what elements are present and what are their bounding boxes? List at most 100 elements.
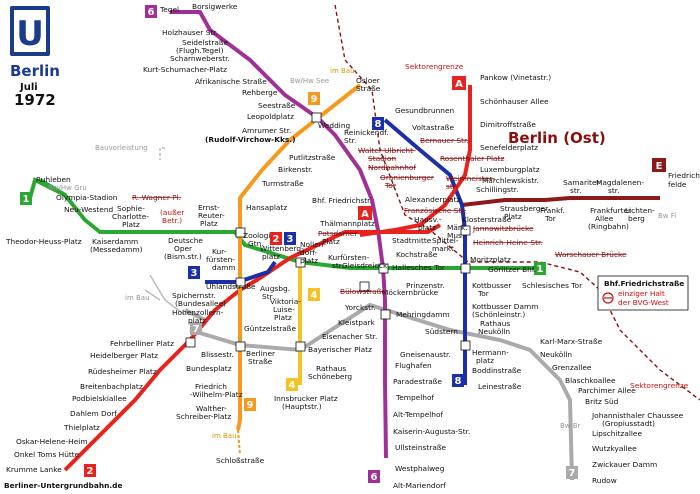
- station-stadtmitte: Stadtmitte: [392, 236, 432, 245]
- badge-line-3-zoo: [284, 232, 296, 245]
- station-scharnweber: Scharnweberstr.: [170, 54, 230, 63]
- label-ausser-betr-2: Betr.): [162, 216, 182, 225]
- label-sektorengrenze-2: Sektorengrenze: [630, 381, 689, 390]
- marker-alexanderplatz: [460, 225, 471, 236]
- legend-text-2: einziger Halt: [618, 289, 665, 298]
- station-ullsteinstr: Ullsteinstraße: [395, 443, 447, 452]
- badge-line-2-zoo-label: 2: [273, 234, 280, 245]
- station-wedding: Wedding: [318, 121, 351, 130]
- station-friedrichwilhelm-1: Friedrich: [195, 382, 227, 391]
- station-kurfuerstenstr-1: Kurfürsten-: [328, 253, 370, 262]
- station-hermannplatz-1: Hermann-: [472, 348, 509, 357]
- label-bw-hw-gru: Bw/Hw Gru: [48, 184, 87, 192]
- station-alttempelhof: Alt-Tempelhof: [393, 410, 443, 419]
- station-hausvogtei-1: Hausv.-: [414, 215, 442, 224]
- station-mehringdamm: Mehringdamm: [396, 310, 450, 319]
- station-borsigwerke: Borsigwerke: [192, 2, 238, 11]
- station-rathausneukoelln-2: Neukölln: [478, 327, 510, 336]
- station-berlinerstr-2: Straße: [248, 357, 273, 366]
- station-parchimer: Parchimer Allee: [578, 386, 636, 395]
- marker-hallesches-tor: [359, 281, 370, 292]
- station-pankow: Pankow (Vinetastr.): [480, 73, 551, 82]
- badge-line-1-label: 1: [23, 194, 30, 205]
- station-fehrbelliner: Fehrbelliner Platz: [110, 339, 174, 348]
- station-amrumer: Amrumer Str.: [242, 126, 291, 135]
- station-friedrichwilhelm-2: -Wilhelm-Platz: [190, 390, 243, 399]
- station-franzoesische: Französische Str.: [404, 206, 466, 215]
- station-magdalenen-1: Magdalenen-: [596, 178, 644, 187]
- station-flughafen: Flughafen: [395, 361, 432, 370]
- marker-zoo: [235, 227, 246, 238]
- marker-berliner-str: [235, 341, 246, 352]
- station-viktorialuise-2: Luise-: [273, 305, 295, 314]
- badge-line-2-zoo: [270, 232, 282, 245]
- badge-line-7-east-label: 7: [569, 468, 576, 479]
- logo-letter: U: [16, 14, 44, 54]
- legend-text-3: der BVG-West: [618, 298, 669, 307]
- station-nollendorfplatz-2: dorf-: [300, 248, 317, 257]
- station-halleschestor: Hallesches Tor: [392, 263, 446, 272]
- station-westphalweg: Westphalweg: [395, 464, 445, 473]
- station-theodorheuss: Theodor-Heuss-Platz: [5, 237, 82, 246]
- station-holzhauser: Holzhauser Str.: [162, 28, 218, 37]
- badge-line-6-south-label: 6: [371, 472, 378, 483]
- station-nollendorfplatz-1: Nollen-: [300, 240, 326, 249]
- station-schoenhauser: Schönhauser Allee: [480, 97, 549, 106]
- badge-line-8-south-label: 8: [455, 376, 462, 387]
- line-3-track: [205, 260, 277, 284]
- station-oranienburger-2: Tor: [384, 181, 397, 190]
- station-frankfurterallee-3: (Ringbahn): [588, 222, 629, 231]
- station-leinestr: Leinestraße: [478, 382, 522, 391]
- station-senefelder: Senefelderplatz: [480, 143, 538, 152]
- station-osloer-2: Straße: [356, 84, 381, 93]
- station-seidelstr: Seidelstraße: [182, 38, 229, 47]
- station-grenzallee: Grenzallee: [552, 363, 592, 372]
- station-rehberge: Rehberge: [242, 88, 278, 97]
- station-britzsued: Britz Süd: [585, 397, 619, 406]
- station-guentzelstr: Güntzelstraße: [244, 324, 296, 333]
- station-warschauer: Warschauer Brücke: [555, 250, 627, 259]
- station-johannisthaler-1: Johannisthaler Chaussee: [591, 411, 684, 420]
- marker-gleisdreieck: [378, 263, 389, 274]
- station-voltastr: Voltastraße: [412, 123, 454, 132]
- line-6-track: [170, 10, 388, 459]
- station-samariter-2: str.: [570, 186, 581, 195]
- station-heinrichheine: Heinrich-Heine-Str.: [473, 238, 543, 247]
- station-reinickendorf-2: Str.: [344, 136, 356, 145]
- marker-nollendorfplatz: [295, 257, 306, 268]
- station-eisenacher: Eisenacher Str.: [322, 332, 377, 341]
- station-ruhleben: Ruhleben: [36, 175, 71, 184]
- station-nollendorfplatz-3: platz: [300, 256, 318, 265]
- station-hansaplatz: Hansaplatz: [246, 203, 287, 212]
- station-kottbusserdamm-1: Kottbusser Damm: [472, 302, 538, 311]
- station-podbielski: Podbielskiallee: [72, 394, 127, 403]
- station-altmariendorf: Alt-Mariendorf: [393, 481, 446, 490]
- station-breitenbach: Breitenbachplatz: [80, 382, 143, 391]
- station-walterulbricht-2: Stadion: [368, 154, 396, 163]
- line-7-track: [189, 302, 574, 481]
- badge-line-4-south: [286, 378, 298, 391]
- station-kottbussertor-2: Tor: [477, 289, 490, 298]
- station-maerkisches-2: Mus.: [447, 231, 464, 240]
- badge-line-6-north-label: 6: [148, 7, 155, 18]
- line-e-track: [461, 196, 660, 207]
- badge-line-e-label: E: [656, 161, 663, 172]
- station-neukoelln: Neukölln: [540, 350, 572, 359]
- label-im-bau-1: im Bau: [330, 67, 355, 75]
- line-a-track: [359, 85, 472, 237]
- station-strausberger-2: Platz: [504, 212, 522, 221]
- logo-year: 1972: [14, 91, 56, 109]
- badge-line-3-zoo-label: 3: [287, 234, 294, 245]
- station-bayerischer: Bayerischer Platz: [308, 345, 372, 354]
- station-walterulbricht-1: Walter-Ulbricht-: [358, 146, 416, 155]
- station-innsbrucker-2: (Hauptstr.): [282, 402, 322, 411]
- logo-inner: [14, 10, 46, 52]
- legend-frame: [597, 275, 689, 311]
- label-ausser-betr-1: (außer: [160, 208, 185, 217]
- station-hohenzollern-2: platz: [188, 316, 206, 325]
- station-kudamm-2: fürsten-: [206, 255, 235, 264]
- station-waltherschreiber-1: Walther-: [196, 404, 227, 413]
- station-kurtschumacher: Kurt-Schumacher-Platz: [143, 65, 227, 74]
- station-zoo-1: Zoologi.: [243, 231, 273, 240]
